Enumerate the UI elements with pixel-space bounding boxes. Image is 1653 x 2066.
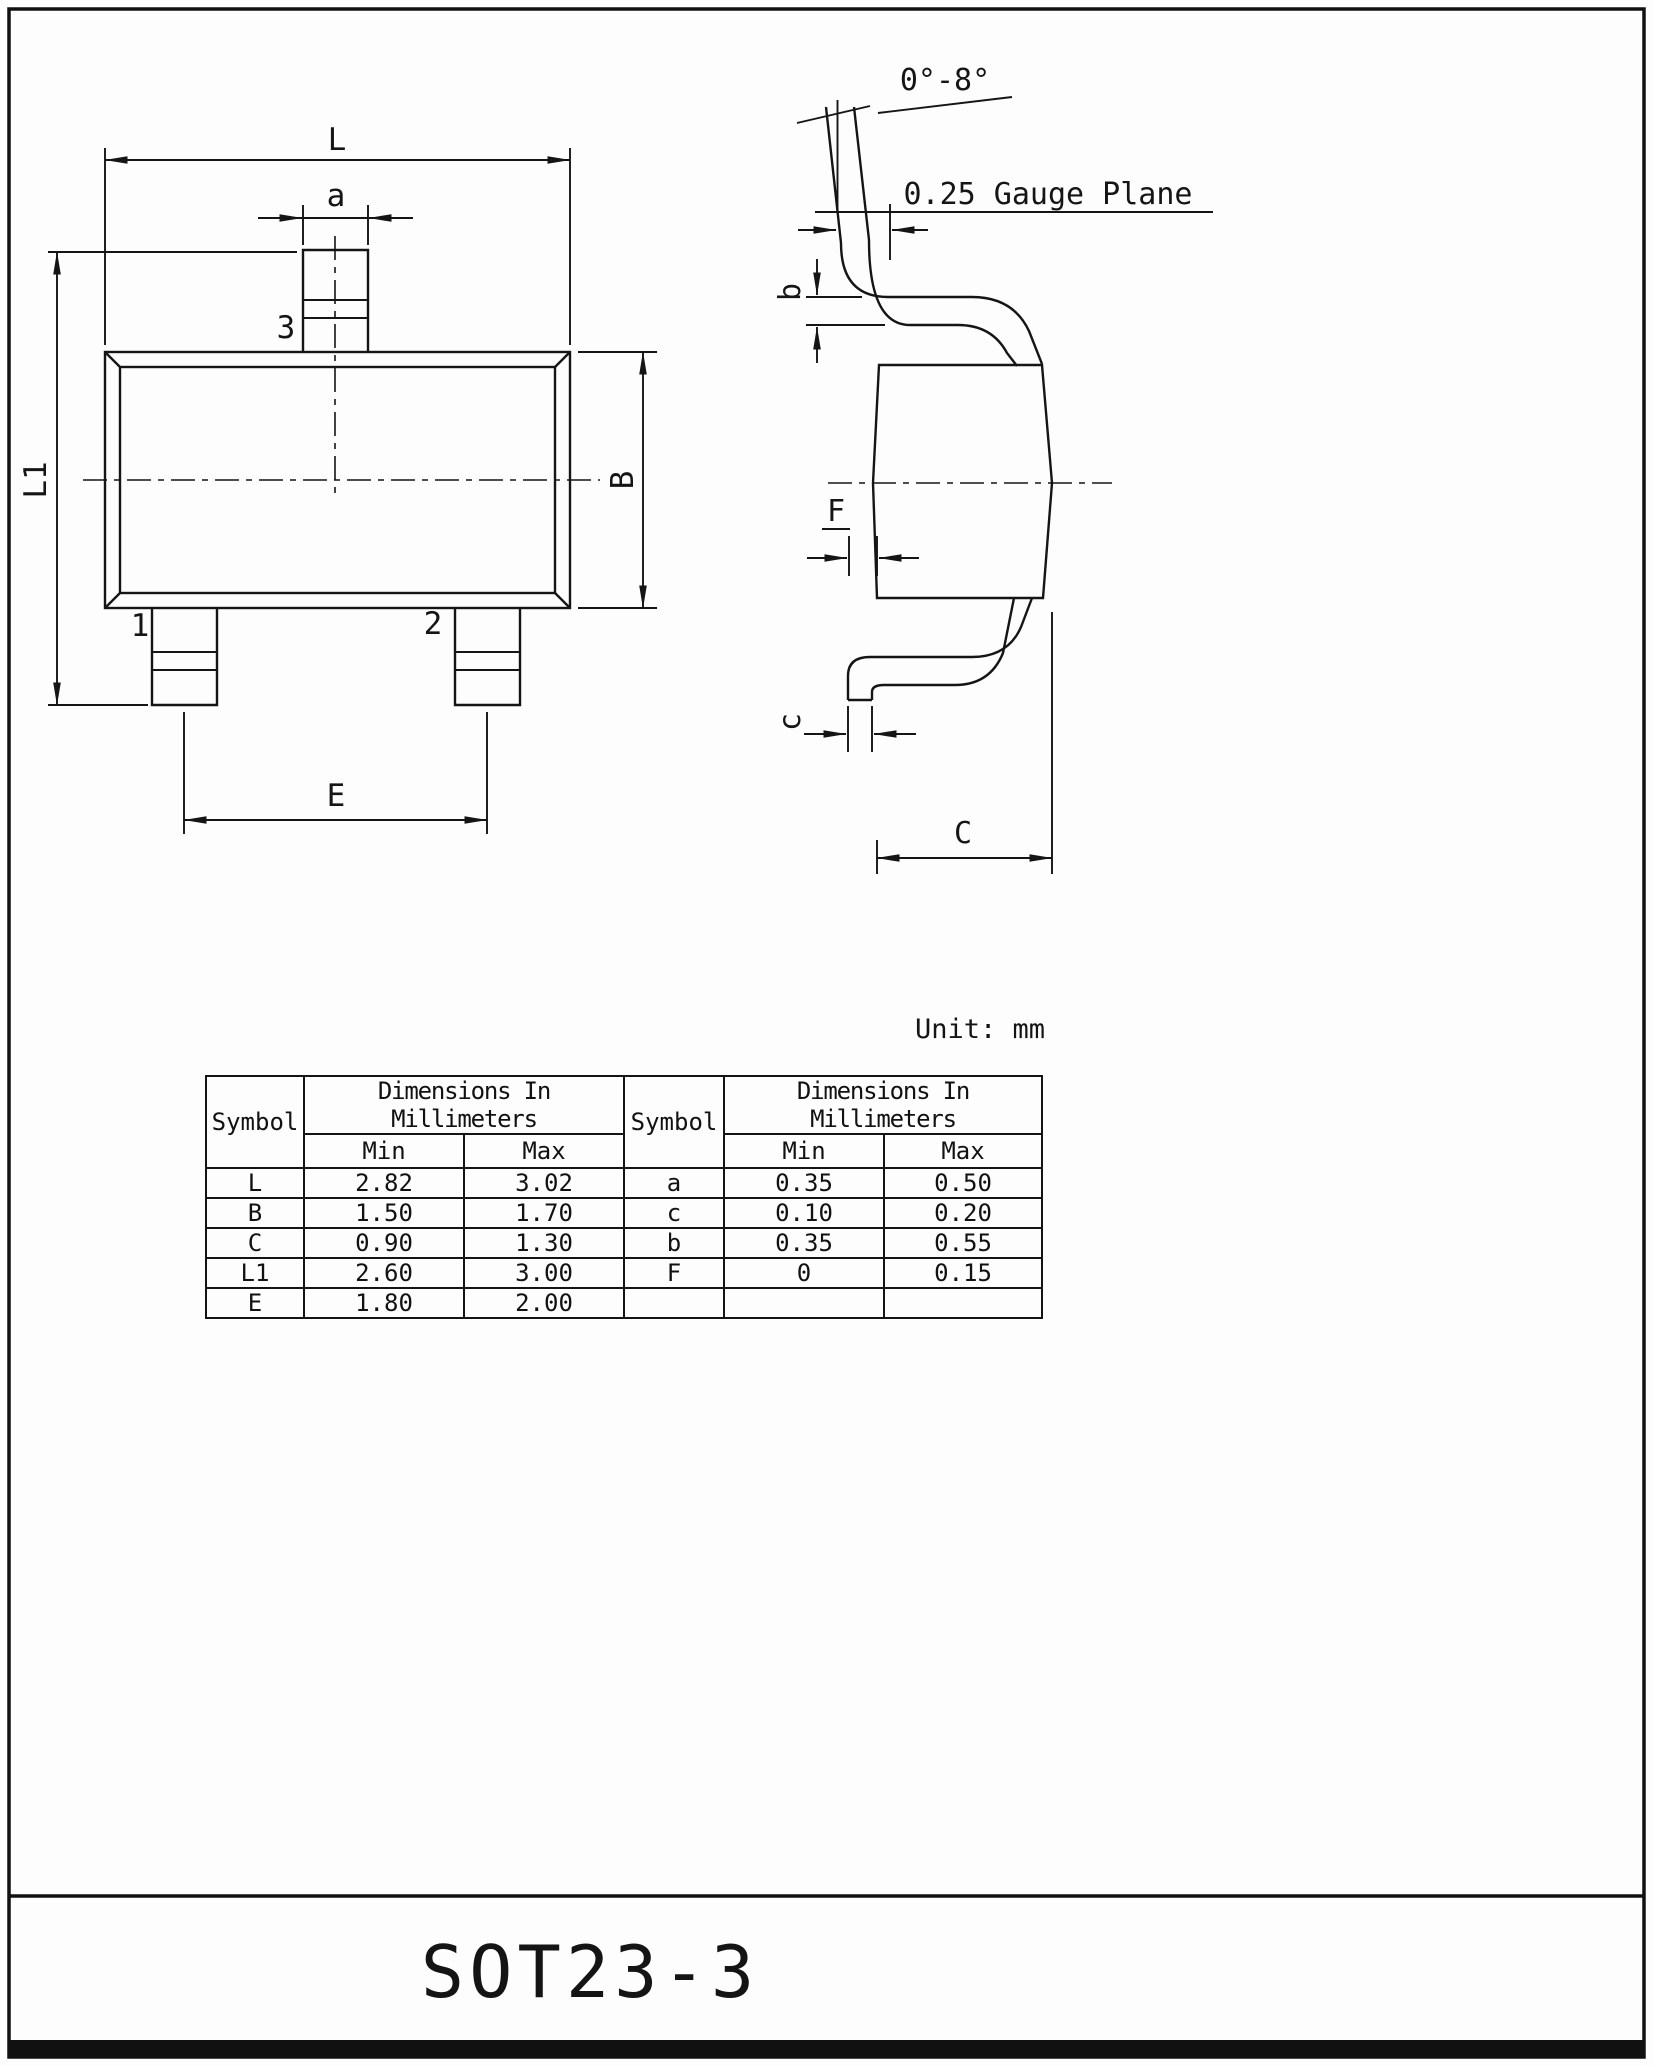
symbol-cell: b bbox=[623, 1227, 726, 1259]
bottom-lead bbox=[846, 597, 1034, 702]
centerlines bbox=[83, 236, 600, 494]
header-dimensions-left: Dimensions In Millimeters bbox=[302, 1075, 626, 1135]
min-cell: 2.82 bbox=[303, 1167, 465, 1199]
symbol-cell: L bbox=[205, 1167, 305, 1199]
dimension-F: F bbox=[807, 494, 919, 576]
dim-label-F: F bbox=[827, 494, 845, 529]
dim-label-L1: L1 bbox=[18, 461, 54, 498]
side-view: 0°-8° 0.25 Gauge Plane b bbox=[773, 63, 1213, 874]
dim-label-B: B bbox=[605, 471, 641, 490]
header-max-right: Max bbox=[883, 1133, 1044, 1169]
max-cell: 3.00 bbox=[462, 1257, 626, 1289]
table-row: B 1.50 1.70 c 0.10 0.20 bbox=[205, 1197, 1044, 1229]
pin-1 bbox=[150, 608, 219, 707]
drawing-frame bbox=[7, 7, 1646, 2059]
pin-1-label: 1 bbox=[131, 608, 150, 644]
min-cell bbox=[723, 1287, 886, 1319]
dimension-b: b bbox=[773, 259, 885, 363]
package-body-side bbox=[871, 363, 1054, 600]
angle-label: 0°-8° bbox=[900, 63, 990, 98]
min-cell: 0.35 bbox=[723, 1227, 886, 1259]
dimension-c: c bbox=[773, 706, 916, 752]
unit-label: Unit: mm bbox=[914, 1014, 1045, 1045]
min-cell: 0.90 bbox=[303, 1227, 465, 1259]
front-view: L a L1 B bbox=[18, 122, 657, 834]
header-max-left: Max bbox=[462, 1133, 626, 1169]
min-cell: 0 bbox=[723, 1257, 886, 1289]
symbol-cell: C bbox=[205, 1227, 305, 1259]
dim-label-b: b bbox=[773, 283, 808, 301]
min-cell: 2.60 bbox=[303, 1257, 465, 1289]
dim-label-c: c bbox=[773, 713, 808, 731]
symbol-cell: L1 bbox=[205, 1257, 305, 1289]
symbol-cell bbox=[623, 1287, 726, 1319]
header-symbol-left: Symbol bbox=[205, 1075, 305, 1169]
max-cell: 0.15 bbox=[883, 1257, 1044, 1289]
table-row: E 1.80 2.00 bbox=[205, 1287, 1044, 1319]
dimension-L1: L1 bbox=[18, 251, 297, 706]
symbol-cell: E bbox=[205, 1287, 305, 1319]
dimension-C: C bbox=[876, 612, 1053, 874]
dimension-B: B bbox=[578, 351, 657, 609]
max-cell: 1.30 bbox=[462, 1227, 626, 1259]
gauge-plane-label: 0.25 Gauge Plane bbox=[904, 177, 1193, 212]
table-row: C 0.90 1.30 b 0.35 0.55 bbox=[205, 1227, 1044, 1259]
min-cell: 0.10 bbox=[723, 1197, 886, 1229]
symbol-cell: a bbox=[623, 1167, 726, 1199]
pin-3-label: 3 bbox=[277, 310, 296, 346]
min-cell: 1.80 bbox=[303, 1287, 465, 1319]
dimension-table: Symbol Dimensions In Millimeters Symbol … bbox=[205, 1075, 1044, 1319]
dimension-L: L bbox=[104, 122, 571, 345]
header-min-left: Min bbox=[303, 1133, 465, 1169]
symbol-cell: F bbox=[623, 1257, 726, 1289]
dimension-a: a bbox=[258, 178, 413, 245]
min-cell: 0.35 bbox=[723, 1167, 886, 1199]
pin-2-label: 2 bbox=[424, 606, 443, 642]
dim-label-E: E bbox=[327, 778, 346, 814]
max-cell: 0.50 bbox=[883, 1167, 1044, 1199]
pin-2 bbox=[453, 608, 522, 707]
dim-label-a: a bbox=[327, 178, 346, 214]
header-min-right: Min bbox=[723, 1133, 886, 1169]
max-cell: 1.70 bbox=[462, 1197, 626, 1229]
dim-label-C: C bbox=[954, 816, 972, 851]
table-row: L1 2.60 3.00 F 0 0.15 bbox=[205, 1257, 1044, 1289]
table-row: L 2.82 3.02 a 0.35 0.50 bbox=[205, 1167, 1044, 1199]
header-dimensions-right: Dimensions In Millimeters bbox=[723, 1075, 1044, 1135]
lead-angle: 0°-8° bbox=[796, 63, 1013, 212]
min-cell: 1.50 bbox=[303, 1197, 465, 1229]
max-cell bbox=[883, 1287, 1044, 1319]
max-cell: 3.02 bbox=[462, 1167, 626, 1199]
header-symbol-right: Symbol bbox=[623, 1075, 726, 1169]
symbol-cell: B bbox=[205, 1197, 305, 1229]
top-lead bbox=[824, 106, 1044, 367]
dimension-E: E bbox=[183, 712, 488, 834]
gauge-plane: 0.25 Gauge Plane bbox=[798, 177, 1213, 260]
max-cell: 0.20 bbox=[883, 1197, 1044, 1229]
symbol-cell: c bbox=[623, 1197, 726, 1229]
max-cell: 2.00 bbox=[462, 1287, 626, 1319]
bottom-bar bbox=[9, 2040, 1644, 2056]
max-cell: 0.55 bbox=[883, 1227, 1044, 1259]
package-title: SOT23-3 bbox=[420, 1930, 760, 2014]
dim-label-L: L bbox=[328, 122, 347, 158]
